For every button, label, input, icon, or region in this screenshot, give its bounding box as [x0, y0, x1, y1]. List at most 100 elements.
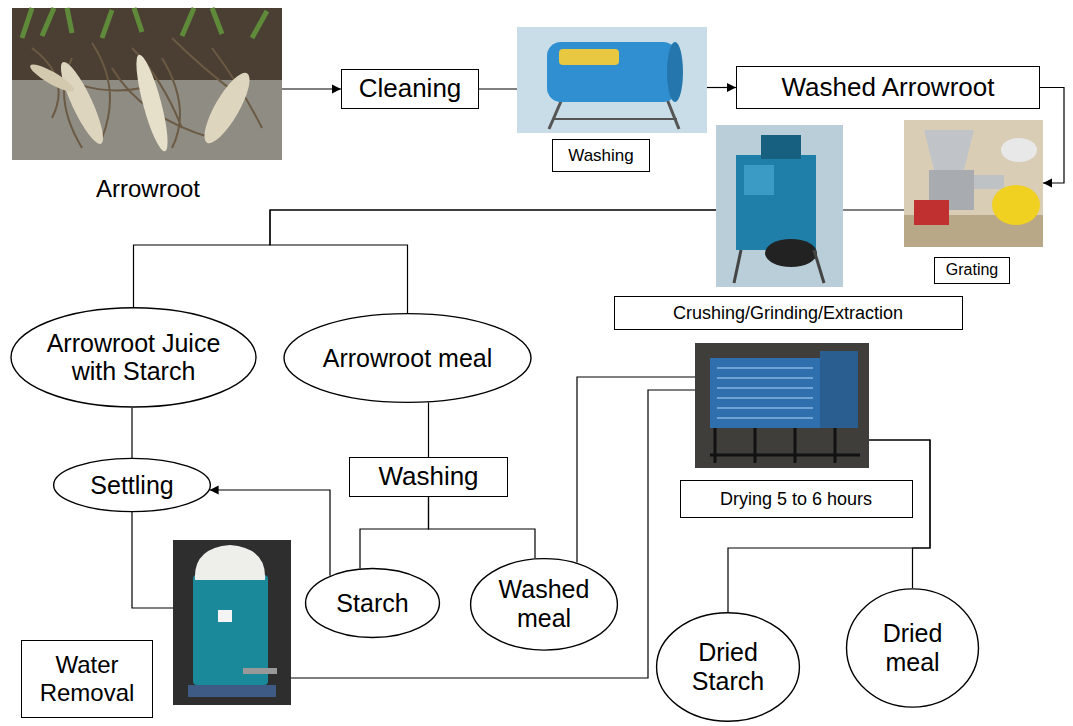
caption-box: Drying 5 to 6 hours	[680, 480, 913, 518]
process-box: Cleaning	[341, 69, 479, 109]
grater-photo: Grating	[904, 120, 1043, 247]
water-removal-art	[218, 610, 232, 622]
ellipse-outline	[11, 308, 256, 407]
crusher-art	[761, 135, 801, 159]
caption-box: Grating	[934, 257, 1010, 284]
ellipse-outline	[284, 314, 531, 403]
washing-machine-art	[667, 42, 683, 102]
connector-line	[728, 440, 930, 612]
crusher-art	[744, 165, 774, 195]
connector-line	[131, 408, 132, 458]
node-label: Arrowroot Juice with Starch	[31, 329, 236, 387]
crusher-art	[814, 250, 824, 283]
flow-connector	[132, 512, 173, 608]
connector-line	[479, 88, 517, 89]
dryer-art	[710, 358, 820, 428]
grater-art	[914, 200, 949, 225]
connector-line	[1040, 88, 1064, 184]
node-label: Drying 5 to 6 hours	[720, 489, 872, 510]
crusher-art	[734, 250, 741, 283]
water-removal-art	[243, 668, 277, 674]
water-removal-art	[188, 685, 276, 697]
grater-art	[904, 120, 1043, 247]
product-ellipse: Dried meal	[846, 588, 979, 708]
node-label: Arrowroot	[96, 175, 200, 203]
crusher-photo: Crushing/Grinding/Extraction	[716, 125, 843, 287]
water-removal-art	[173, 540, 291, 705]
washing-machine-art	[559, 49, 619, 65]
washing-machine-art	[667, 99, 679, 129]
washing-machine-art	[517, 27, 707, 133]
caption: Arrowroot	[73, 172, 223, 206]
connector-line	[132, 512, 173, 608]
flow-connector	[479, 89, 517, 90]
flow-connector	[210, 486, 330, 576]
flow-connector	[282, 85, 341, 94]
connector-line	[428, 402, 429, 457]
grater-art	[992, 185, 1040, 225]
flow-connector	[132, 408, 133, 458]
node-label: Dried Starch	[673, 638, 783, 696]
node-label: Starch	[336, 589, 408, 618]
connector-line	[291, 390, 695, 678]
crusher-art	[736, 155, 816, 250]
node-label: Crushing/Grinding/Extraction	[673, 303, 903, 324]
grater-art	[904, 120, 1043, 247]
arrowroot-photo-art	[12, 8, 282, 160]
flow-connector	[707, 83, 736, 92]
crusher-art	[765, 239, 817, 267]
connector-line	[843, 209, 904, 210]
crusher-art	[716, 125, 843, 287]
arrowroot-photo-art	[27, 60, 76, 95]
arrowroot-photo-art	[12, 8, 282, 160]
process-box: Washed Arrowroot	[736, 66, 1040, 109]
product-ellipse: Washed meal	[470, 558, 618, 651]
flow-connector	[429, 497, 536, 558]
dryer-art	[717, 368, 813, 418]
dryer-art	[820, 351, 858, 428]
caption-box: Crushing/Grinding/Extraction	[614, 296, 963, 330]
water-removal-photo: Water Removal	[173, 540, 291, 705]
flow-connector	[134, 210, 717, 307]
ellipse-outline	[471, 558, 618, 649]
connector-line	[577, 377, 695, 562]
flow-connector	[843, 210, 904, 211]
flow-connector	[1040, 88, 1064, 188]
flow-connector	[577, 377, 695, 562]
crusher-art	[716, 125, 843, 287]
arrowroot-photo-art	[197, 67, 258, 148]
arrowhead	[332, 85, 341, 94]
dryer-art	[710, 428, 860, 463]
flow-connector	[291, 390, 695, 678]
product-ellipse: Starch	[305, 568, 440, 638]
connector-line	[360, 497, 429, 569]
process-ellipse: Settling	[53, 458, 211, 512]
node-label: Washing	[378, 462, 478, 492]
caption-box: Water Removal	[21, 640, 153, 718]
dryer-photo: Drying 5 to 6 hours	[695, 343, 869, 468]
node-label: Grating	[946, 261, 998, 279]
connector-line	[429, 497, 536, 558]
flow-connector	[728, 440, 930, 612]
node-label: Cleaning	[359, 74, 462, 104]
arrowhead	[1043, 179, 1052, 188]
product-ellipse: Arrowroot meal	[283, 313, 532, 403]
flow-connector	[360, 497, 429, 569]
arrowroot-photo: Arrowroot	[12, 8, 282, 160]
arrowroot-photo-art	[130, 52, 173, 153]
node-label: Arrowroot meal	[323, 344, 493, 373]
product-ellipse: Dried Starch	[656, 612, 800, 722]
dryer-art	[695, 343, 869, 468]
washing-machine-art	[552, 118, 677, 120]
washing-machine-art	[517, 27, 707, 133]
water-removal-art	[195, 545, 265, 580]
caption-box: Washing	[552, 139, 650, 172]
node-label: Dried meal	[863, 619, 963, 677]
grater-art	[974, 175, 1004, 189]
water-removal-art	[173, 540, 291, 705]
flow-connector	[428, 402, 429, 457]
arrowhead	[727, 83, 736, 92]
node-label: Washed meal	[489, 575, 599, 633]
process-box: Washing	[349, 457, 508, 497]
